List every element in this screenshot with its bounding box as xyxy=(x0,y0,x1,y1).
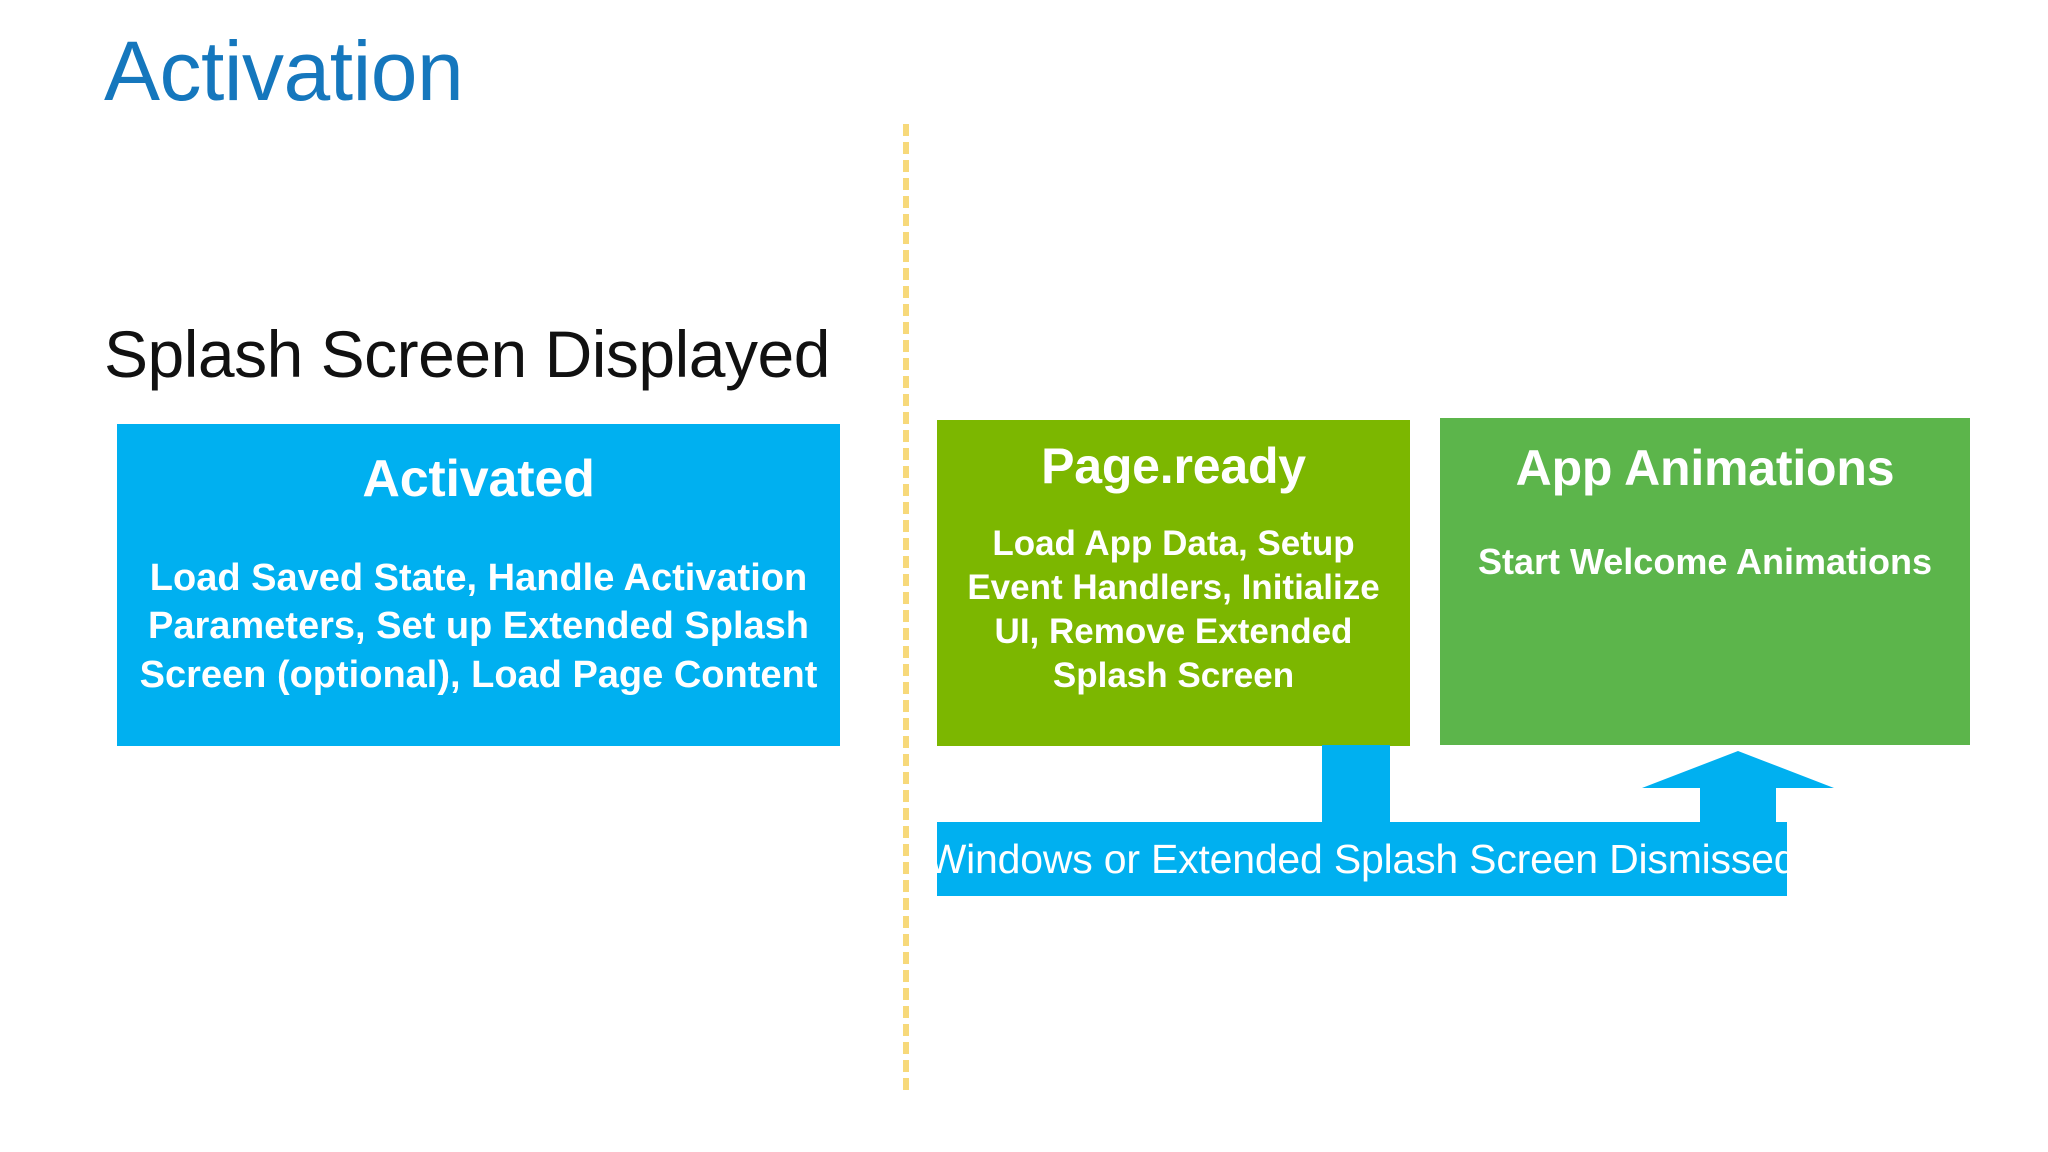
page-title: Activation xyxy=(104,24,464,118)
connector-stem xyxy=(1322,745,1390,827)
stage-box-pageready: Page.ready Load App Data, Setup Event Ha… xyxy=(937,420,1410,746)
stage-title-appanimations: App Animations xyxy=(1515,440,1895,496)
stage-title-activated: Activated xyxy=(362,450,595,508)
dismiss-connector-shape xyxy=(937,745,1834,900)
section-heading: Splash Screen Displayed xyxy=(104,317,830,391)
stage-box-activated: Activated Load Saved State, Handle Activ… xyxy=(117,424,840,746)
timeline-divider-dashed-line xyxy=(903,124,909,1090)
stage-body-pageready: Load App Data, Setup Event Handlers, Ini… xyxy=(967,523,1380,695)
connector-banner xyxy=(937,822,1787,896)
up-arrow-icon xyxy=(1642,751,1834,896)
stage-body-activated: Load Saved State, Handle Activation Para… xyxy=(139,556,818,697)
stage-box-appanimations: App Animations Start Welcome Animations xyxy=(1440,418,1970,745)
stage-body-appanimations: Start Welcome Animations xyxy=(1477,540,1933,582)
stage-title-pageready: Page.ready xyxy=(1041,438,1306,494)
